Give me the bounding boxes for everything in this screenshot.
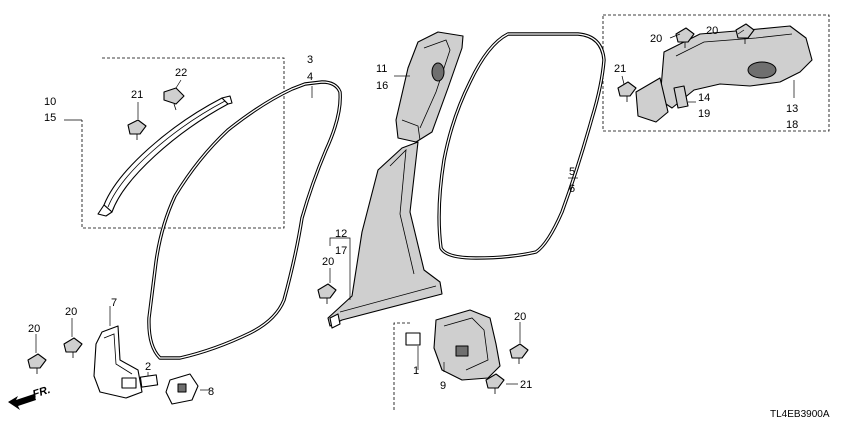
callout-20: 20 [650,33,662,45]
callout-21: 21 [520,379,532,391]
callout-12: 12 [335,228,347,240]
push-clip-icon [163,87,185,111]
pad-1 [405,332,421,346]
callout-2: 2 [145,361,151,373]
front-label: FR. [31,384,52,401]
front-arrow-icon: FR. [8,384,52,410]
callout-20: 20 [322,256,334,268]
diagram-code: TL4EB3900A [770,409,830,420]
rear-trim-clip-plate [673,85,689,109]
push-clip-icon [485,373,505,394]
callout-14: 14 [698,92,710,104]
callout-20: 20 [706,25,718,37]
cap-8 [165,373,199,405]
push-clip-icon [509,343,529,364]
rear-pillar-trim [635,25,813,123]
group-box-front-garnish [81,57,285,229]
callout-9: 9 [440,380,446,392]
group-box-lower-trim [393,322,410,410]
leader-lines [35,29,795,391]
callout-6: 6 [569,183,575,195]
callout-17: 17 [335,245,347,257]
callout-15: 15 [44,112,56,124]
push-clip-icon [675,27,695,48]
callout-20: 20 [28,323,40,335]
callout-1: 1 [413,365,419,377]
rear-door-opening-seal [437,32,606,260]
pad-2 [139,374,159,388]
callout-labels: 10 15 21 22 3 4 11 16 5 6 12 17 20 20 20… [28,25,798,398]
center-pillar-upper-trim [395,31,464,143]
callout-10: 10 [44,96,56,108]
callout-7: 7 [111,297,117,309]
callout-13: 13 [786,103,798,115]
callout-8: 8 [208,386,214,398]
push-clip-icon [617,81,637,102]
push-clip-icon [27,353,47,374]
front-side-trim-bracket [93,325,143,399]
lower-trim-9 [433,309,501,381]
front-door-opening-seal [147,80,342,360]
front-pillar-garnish [97,95,233,217]
push-clip-icon [127,119,147,140]
callout-4: 4 [307,71,313,83]
push-clip-icon [735,23,755,44]
push-clip-icon [317,283,337,304]
center-pillar-lower-trim [327,141,443,329]
callout-3: 3 [307,54,313,66]
callout-19: 19 [698,108,710,120]
callout-11: 11 [376,63,387,75]
callout-18: 18 [786,119,798,131]
callout-21: 21 [614,63,626,75]
callout-20: 20 [65,306,77,318]
callout-5: 5 [569,166,575,178]
callout-20: 20 [514,311,526,323]
callout-22: 22 [175,67,187,79]
callout-16: 16 [376,80,388,92]
callout-21: 21 [131,89,143,101]
push-clip-icon [63,337,83,358]
